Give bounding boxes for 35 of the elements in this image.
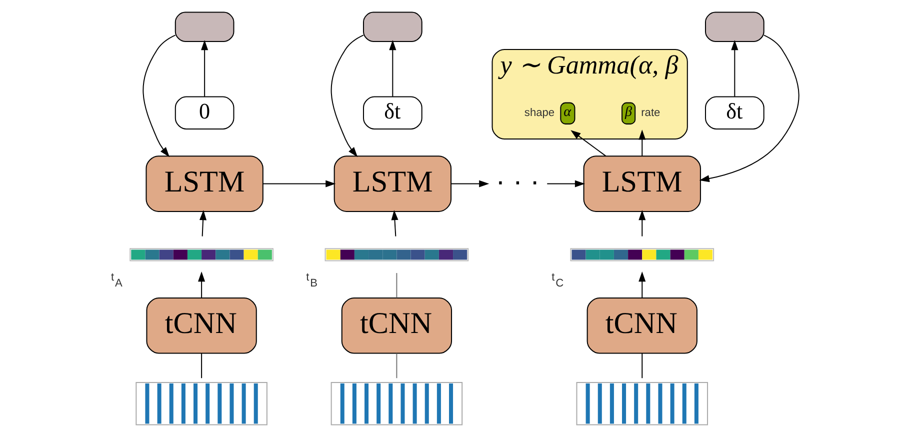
node-label: shape [524, 107, 554, 120]
node-box: tCNN [146, 297, 256, 354]
arrow [390, 210, 398, 236]
node-box: δt [704, 96, 764, 130]
connector [396, 273, 397, 298]
arrow [199, 210, 206, 236]
node-box: δt [362, 96, 422, 130]
node-box: LSTM [582, 156, 700, 212]
node-box [362, 12, 422, 42]
arrow [200, 40, 208, 96]
arrow [262, 180, 336, 188]
node-text: · · · [495, 166, 540, 197]
node-box: 0 [174, 96, 234, 130]
arrow [198, 272, 205, 298]
arrow [142, 34, 175, 158]
arrow [638, 130, 646, 156]
arrow [388, 40, 396, 96]
connector [200, 353, 202, 378]
arrow [730, 40, 738, 96]
arrow [638, 210, 646, 236]
node-box: LSTM [145, 156, 263, 212]
arrow [698, 34, 799, 182]
arrow [330, 34, 364, 158]
arrow [638, 272, 646, 298]
connector [641, 353, 642, 378]
node-box: tCNN [586, 297, 697, 354]
node-box [174, 12, 234, 42]
arrow [546, 180, 584, 188]
connector [396, 353, 397, 378]
node-label: rate [640, 107, 660, 120]
arrow [450, 180, 489, 188]
node-box [704, 12, 764, 42]
node-box: LSTM [333, 156, 452, 212]
arrow [570, 130, 606, 156]
node-box: tCNN [340, 297, 452, 354]
